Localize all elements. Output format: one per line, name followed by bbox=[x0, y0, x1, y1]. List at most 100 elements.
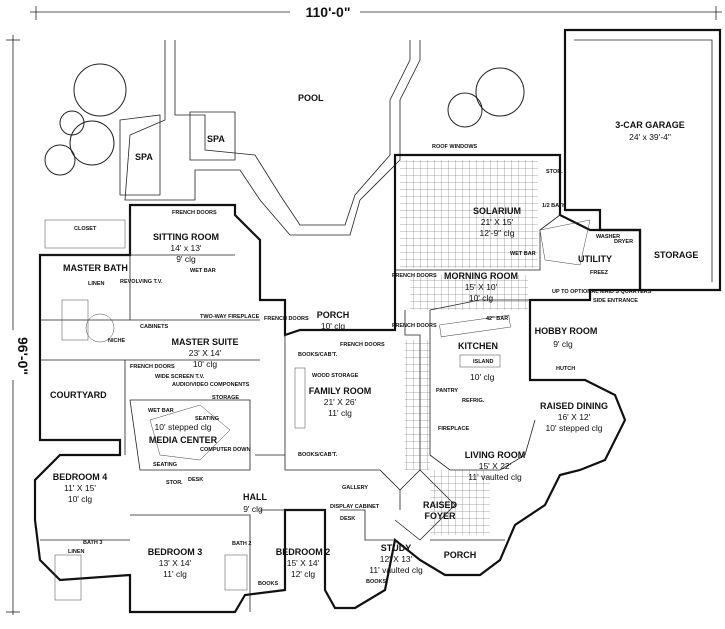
niche-label: NICHE bbox=[108, 338, 125, 344]
morning-size: 15' X 10' bbox=[465, 282, 498, 292]
books2-label: BOOKS bbox=[366, 579, 387, 585]
storage-small-label: STORAGE bbox=[212, 395, 239, 401]
two-way-fireplace: TWO-WAY FIREPLACE bbox=[200, 314, 260, 320]
fireplace-label: FIREPLACE bbox=[438, 426, 470, 432]
raised-foyer-2: FOYER bbox=[424, 511, 456, 521]
bath3-label: BATH 3 bbox=[83, 540, 102, 546]
bedroom4-name: BEDROOM 4 bbox=[53, 472, 108, 482]
pool-label: POOL bbox=[298, 93, 324, 103]
side-entrance: SIDE ENTRANCE bbox=[593, 298, 638, 304]
gallery-tile bbox=[405, 340, 430, 470]
porch-mid-name: PORCH bbox=[317, 310, 350, 320]
family-clg: 11' clg bbox=[328, 408, 352, 418]
island-label: ISLAND bbox=[473, 359, 494, 365]
wood-storage: WOOD STORAGE bbox=[312, 373, 359, 379]
storage-label: STORAGE bbox=[654, 250, 698, 260]
master-bath-label: MASTER BATH bbox=[63, 263, 128, 273]
width-label: 110'-0" bbox=[305, 4, 350, 20]
up-to-maids: UP TO OPTIONAL MAID'S QUARTERS bbox=[552, 289, 652, 295]
bedroom2-size: 15' X 14' bbox=[287, 558, 320, 568]
bedroom3-name: BEDROOM 3 bbox=[148, 547, 203, 557]
linen2-label: LINEN bbox=[68, 549, 85, 555]
refrig-label: REFRIG. bbox=[462, 398, 485, 404]
wide-screen-tv: WIDE SCREEN T.V. bbox=[155, 374, 205, 380]
room-labels: POOL SPA SPA 3-CAR GARAGE 24' x 39'-4" R… bbox=[50, 93, 698, 587]
spa-label-1: SPA bbox=[135, 152, 153, 162]
sitting-wet-bar: WET BAR bbox=[190, 268, 216, 274]
sitting-french-doors: FRENCH DOORS bbox=[172, 210, 217, 216]
display-cabinet: DISPLAY CABINET bbox=[330, 504, 380, 510]
bedroom3-clg: 11' clg bbox=[163, 569, 187, 579]
linen-label: LINEN bbox=[88, 281, 105, 287]
living-clg: 11' vaulted clg bbox=[468, 472, 522, 482]
hobby-name: HOBBY ROOM bbox=[535, 326, 598, 336]
bedroom4-size: 11' X 15' bbox=[64, 483, 96, 493]
master-suite-name: MASTER SUITE bbox=[171, 337, 238, 347]
books-cab-2: BOOKS/CAB'T. bbox=[298, 452, 338, 458]
kitchen-french-doors: FRENCH DOORS bbox=[392, 323, 437, 329]
morning-name: MORNING ROOM bbox=[444, 271, 518, 281]
width-dimension: 110'-0" bbox=[30, 4, 722, 20]
raised-foyer-1: RAISED bbox=[423, 500, 458, 510]
morning-clg: 10' clg bbox=[469, 293, 494, 303]
living-size: 15' X 22' bbox=[479, 461, 512, 471]
family-name: FAMILY ROOM bbox=[309, 386, 372, 396]
depth-dimension: 96'-0" bbox=[6, 35, 31, 615]
roof-windows-label: ROOF WINDOWS bbox=[432, 144, 478, 150]
media-clg: 10' stepped clg bbox=[155, 422, 212, 432]
study-clg: 11' vaulted clg bbox=[369, 565, 423, 575]
media-name: MEDIA CENTER bbox=[149, 435, 218, 445]
bedroom2-clg: 12' clg bbox=[291, 569, 316, 579]
utility-label: UTILITY bbox=[578, 254, 612, 264]
garage-name: 3-CAR GARAGE bbox=[615, 120, 685, 130]
seating-2: SEATING bbox=[153, 462, 177, 468]
porch-french-doors: FRENCH DOORS bbox=[264, 316, 309, 322]
computer-down: COMPUTER DOWN bbox=[200, 447, 250, 453]
hall-name: HALL bbox=[243, 492, 267, 502]
books-cab-1: BOOKS/CAB'T. bbox=[298, 352, 338, 358]
depth-label: 96'-0" bbox=[15, 337, 31, 375]
study-size: 12' X 13' bbox=[380, 554, 413, 564]
bedroom4-clg: 10' clg bbox=[68, 494, 93, 504]
dryer-label: DRYER bbox=[614, 239, 633, 245]
cabinets-label: CABINETS bbox=[140, 324, 168, 330]
porch-front-label: PORCH bbox=[444, 550, 477, 560]
media-wet-bar: WET BAR bbox=[148, 408, 174, 414]
master-french-doors: FRENCH DOORS bbox=[130, 364, 175, 370]
porch-mid-clg: 10' clg bbox=[321, 321, 346, 331]
family-french-doors: FRENCH DOORS bbox=[340, 342, 385, 348]
stor-media: STOR. bbox=[166, 480, 183, 486]
pantry-label: PANTRY bbox=[436, 388, 458, 394]
house-walls bbox=[33, 153, 642, 614]
desk-media: DESK bbox=[188, 477, 203, 483]
bath2-label: BATH 2 bbox=[232, 541, 251, 547]
foyer-tile bbox=[430, 470, 490, 535]
stor-label-top: STOR. bbox=[546, 169, 563, 175]
closet-label: CLOSET bbox=[74, 226, 97, 232]
solarium-clg: 12'-9" clg bbox=[480, 228, 515, 238]
bar42-label: 42" BAR bbox=[486, 316, 508, 322]
living-name: LIVING ROOM bbox=[465, 450, 526, 460]
morning-french-doors: FRENCH DOORS bbox=[392, 273, 437, 279]
study-name: STUDY bbox=[381, 543, 412, 553]
raised-dining-name: RAISED DINING bbox=[540, 401, 608, 411]
master-suite-size: 23' X 14' bbox=[189, 348, 222, 358]
gallery-label: GALLERY bbox=[342, 485, 368, 491]
fixtures bbox=[44, 219, 591, 601]
revolving-tv-label: REVOLVING T.V. bbox=[120, 279, 163, 285]
morning-tile bbox=[410, 275, 528, 310]
raised-dining-clg: 10' stepped clg bbox=[546, 423, 603, 433]
master-suite-clg: 10' clg bbox=[193, 359, 218, 369]
seating-1: SEATING bbox=[195, 416, 219, 422]
hutch-label: HUTCH bbox=[556, 366, 575, 372]
raised-dining-size: 16' X 12' bbox=[558, 412, 591, 422]
solarium-name: SOLARIUM bbox=[473, 206, 521, 216]
kitchen-name: KITCHEN bbox=[458, 341, 498, 351]
sitting-clg: 9' clg bbox=[176, 254, 196, 264]
sitting-size: 14' x 13' bbox=[170, 243, 202, 253]
family-size: 21' X 26' bbox=[324, 397, 357, 407]
half-bath-label: 1/2 BATH bbox=[542, 203, 566, 209]
solarium-wet-bar: WET BAR bbox=[510, 251, 536, 257]
landscape-trees bbox=[44, 63, 525, 176]
